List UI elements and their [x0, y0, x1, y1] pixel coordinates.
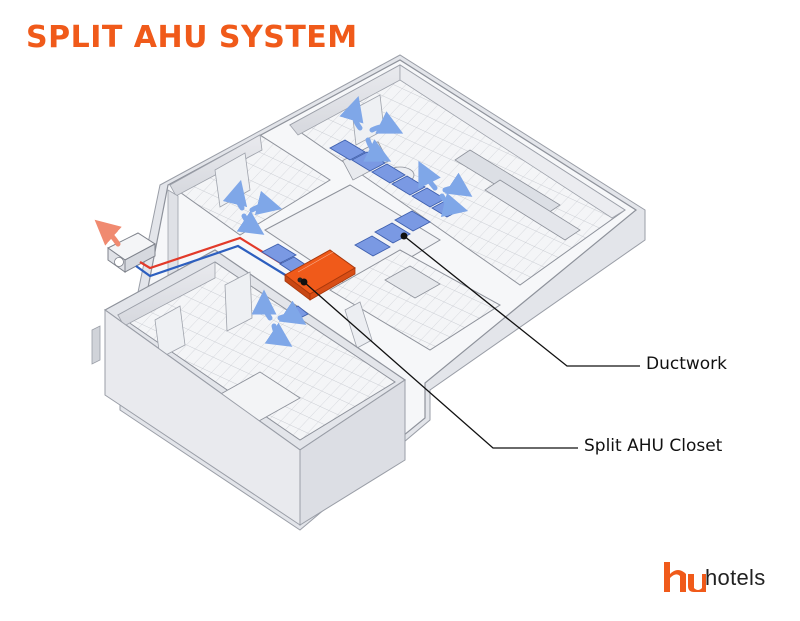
- label-ahu-closet: Split AHU Closet: [584, 436, 723, 456]
- leader-ahu-closet-dot: [300, 278, 308, 286]
- leader-ductwork-dot: [400, 232, 408, 240]
- room-bathroom: [329, 249, 501, 351]
- leader-ductwork: [403, 235, 640, 367]
- callout-leaders: [300, 232, 640, 449]
- page-title: SPLIT AHU SYSTEM: [26, 20, 358, 55]
- label-ductwork: Ductwork: [646, 354, 728, 374]
- leader-ahu-closet: [303, 281, 578, 449]
- airflow-arrows: [222, 96, 473, 347]
- room-bedroom-main: [91, 249, 407, 526]
- logo-wordmark: hotels: [705, 565, 766, 590]
- outdoor-condenser-unit: [94, 219, 156, 273]
- hotels-university-logo-icon: [664, 562, 706, 592]
